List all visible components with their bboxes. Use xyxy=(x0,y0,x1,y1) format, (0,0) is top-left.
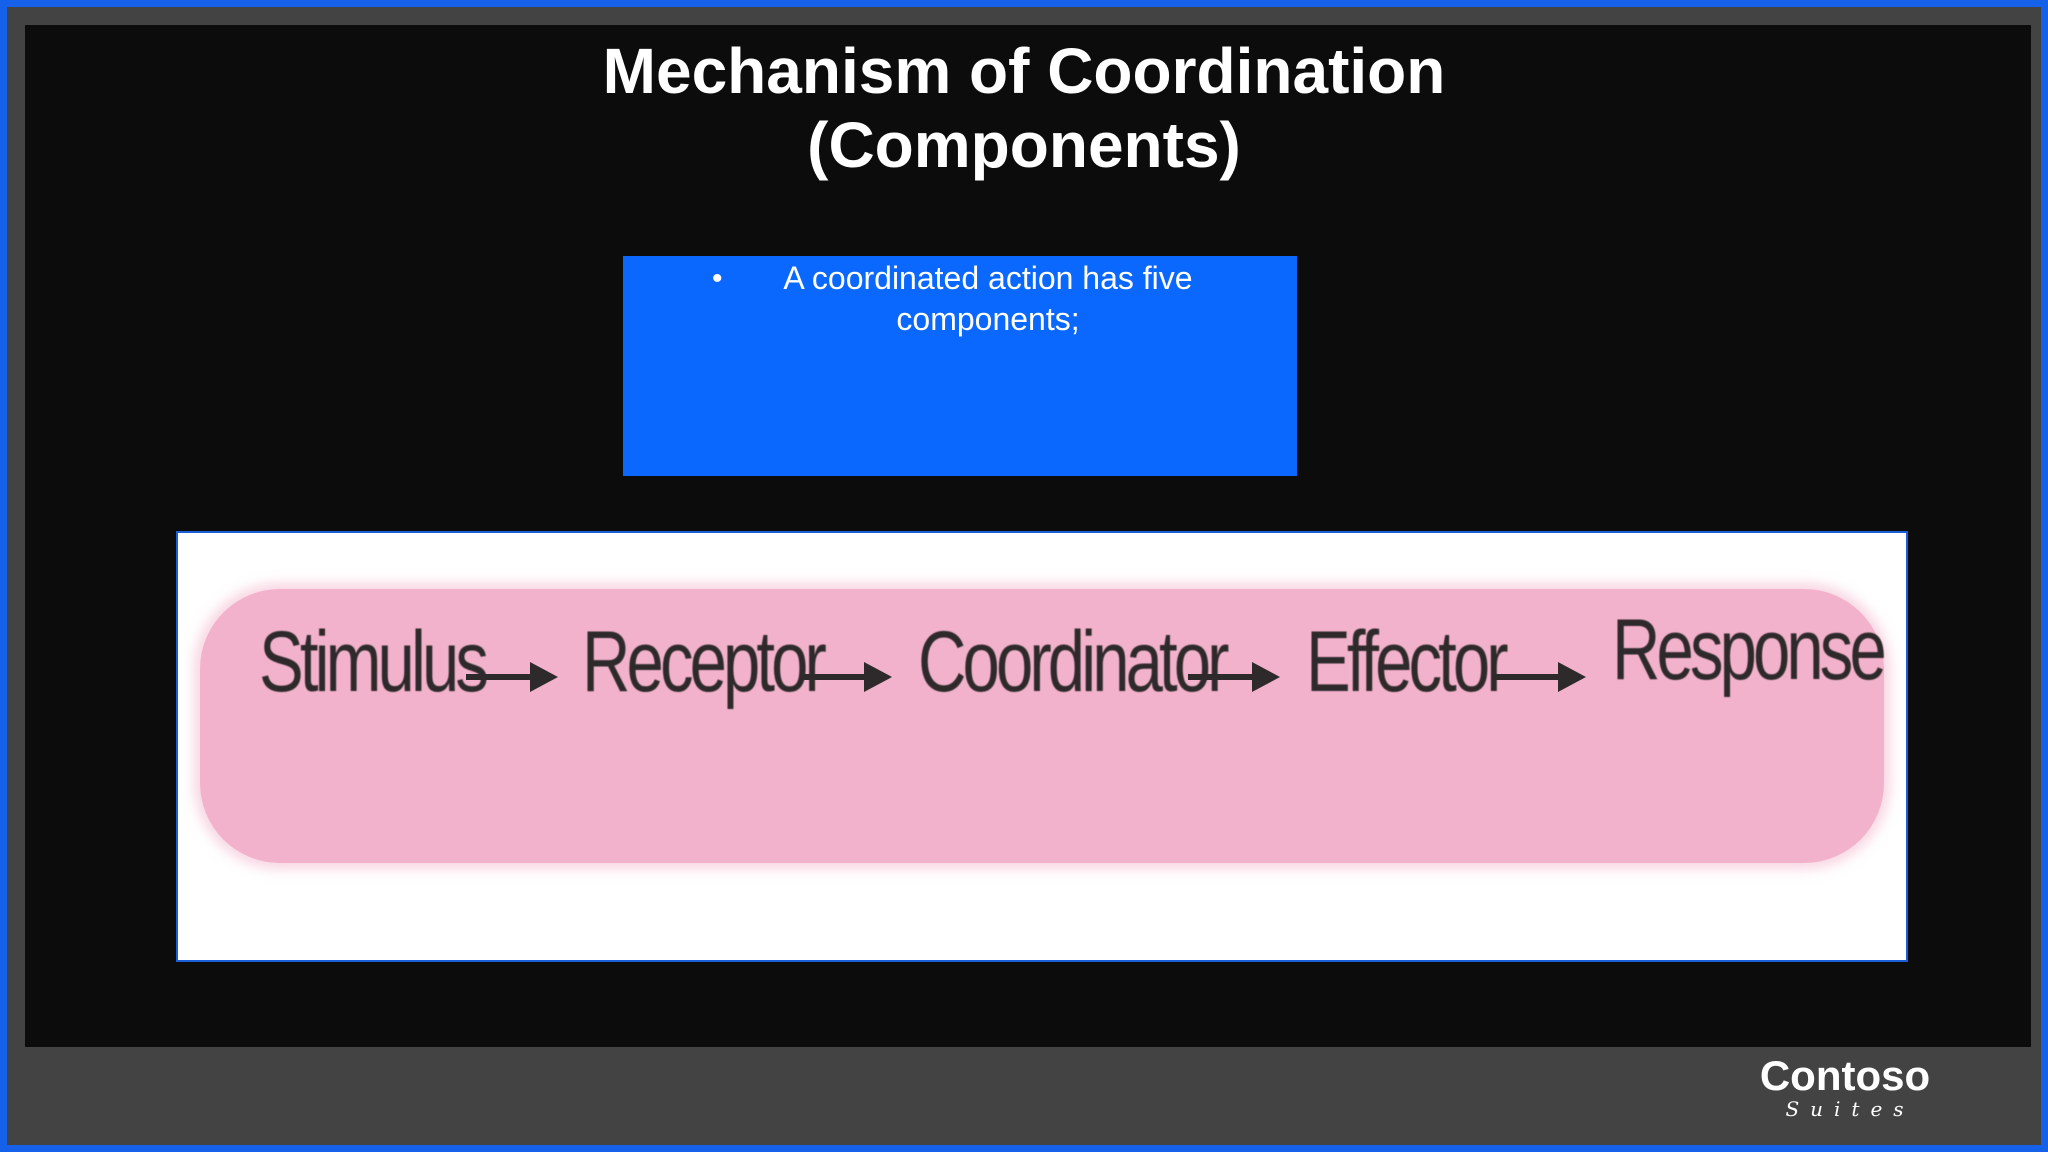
coordination-diagram-image: Stimulus Receptor Coordinator Effector R… xyxy=(176,531,1908,962)
right-arrow-icon xyxy=(1188,658,1280,694)
bullet-text: A coordinated action has five components… xyxy=(783,260,1193,337)
right-arrow-icon xyxy=(1494,658,1586,694)
contoso-suites-logo: Contoso Suites xyxy=(1740,1052,1950,1121)
slide-title: Mechanism of Coordination (Components) xyxy=(0,34,2048,182)
logo-name: Contoso xyxy=(1759,1052,1931,1099)
slide-title-line-1: Mechanism of Coordination xyxy=(602,35,1446,107)
flow-step-stimulus: Stimulus xyxy=(259,614,489,710)
flow-sequence: Stimulus Receptor Coordinator Effector R… xyxy=(178,533,1906,960)
right-arrow-icon xyxy=(800,658,892,694)
bullet-dot-icon: • xyxy=(712,262,723,295)
slide-title-line-2: (Components) xyxy=(807,109,1241,181)
flow-step-effector: Effector xyxy=(1306,614,1509,710)
flow-pill-background xyxy=(200,589,1884,863)
flow-step-receptor: Receptor xyxy=(582,614,827,710)
right-arrow-icon xyxy=(466,658,558,694)
flow-step-coordinator: Coordinator xyxy=(918,614,1230,710)
logo-subtitle: Suites xyxy=(1785,1097,1915,1121)
bullet-text-box: • A coordinated action has five componen… xyxy=(623,256,1297,476)
flow-step-response: Response xyxy=(1612,602,1887,698)
